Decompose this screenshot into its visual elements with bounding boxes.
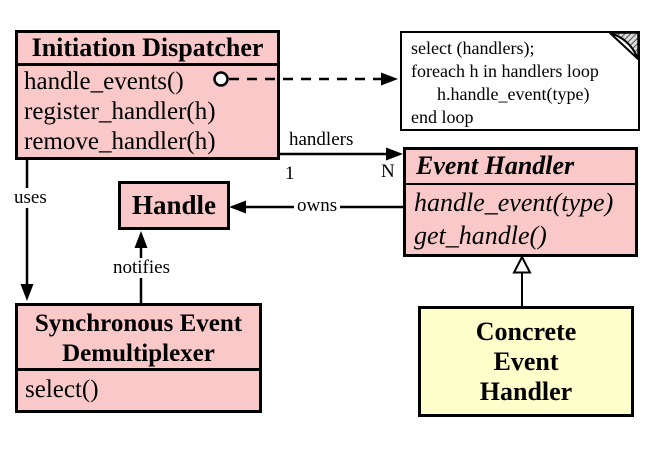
class-box-handle: Handle bbox=[118, 181, 230, 230]
note-line: h.handle_event(type) bbox=[437, 84, 590, 104]
label-multiplicity-n: N bbox=[381, 161, 395, 182]
class-title-synchronous-event-demultiplexer: Synchronous Event Demultiplexer bbox=[18, 306, 259, 371]
method-get-handle: get_handle() bbox=[414, 220, 547, 250]
class-box-synchronous-event-demultiplexer: Synchronous Event Demultiplexer select() bbox=[15, 303, 262, 413]
class-box-initiation-dispatcher: Initiation Dispatcher handle_events() re… bbox=[15, 30, 280, 160]
label-uses: uses bbox=[11, 188, 50, 208]
inheritance-triangle-icon bbox=[512, 254, 532, 274]
label-multiplicity-one: 1 bbox=[285, 163, 295, 184]
note-line: end loop bbox=[411, 107, 474, 127]
class-title-initiation-dispatcher: Initiation Dispatcher bbox=[18, 33, 277, 66]
class-box-event-handler: Event Handler handle_event(type) get_han… bbox=[403, 147, 638, 257]
method-select: select() bbox=[25, 376, 99, 403]
uses-arrowhead-icon bbox=[20, 284, 34, 301]
class-title-event-handler: Event Handler bbox=[406, 150, 635, 185]
invokes-arrowhead-icon bbox=[381, 72, 398, 86]
method-handle-events: handle_events() bbox=[24, 68, 184, 95]
class-title-handle: Handle bbox=[131, 190, 217, 220]
owns-arrowhead-icon bbox=[229, 200, 246, 214]
note-dogear-icon bbox=[609, 32, 639, 60]
label-notifies: notifies bbox=[110, 258, 173, 278]
notifies-arrowhead-icon bbox=[134, 231, 148, 248]
handlers-arrowhead-icon bbox=[386, 147, 403, 161]
note-line: foreach h in handlers loop bbox=[411, 61, 599, 81]
class-methods-initiation-dispatcher: handle_events() register_handler(h) remo… bbox=[18, 66, 277, 157]
label-handlers: handlers bbox=[289, 129, 354, 150]
method-handle-event: handle_event(type) bbox=[414, 187, 614, 217]
class-box-concrete-event-handler: Concrete Event Handler bbox=[418, 306, 634, 417]
note-line: select (handlers); bbox=[411, 38, 535, 58]
code-note: select (handlers); foreach h in handlers… bbox=[400, 31, 640, 131]
label-owns: owns bbox=[294, 196, 341, 216]
class-methods-event-handler: handle_event(type) get_handle() bbox=[406, 185, 635, 252]
class-methods-synchronous-event-demultiplexer: select() bbox=[18, 371, 259, 408]
method-register-handler: register_handler(h) bbox=[24, 98, 216, 125]
method-remove-handler: remove_handler(h) bbox=[24, 128, 216, 155]
